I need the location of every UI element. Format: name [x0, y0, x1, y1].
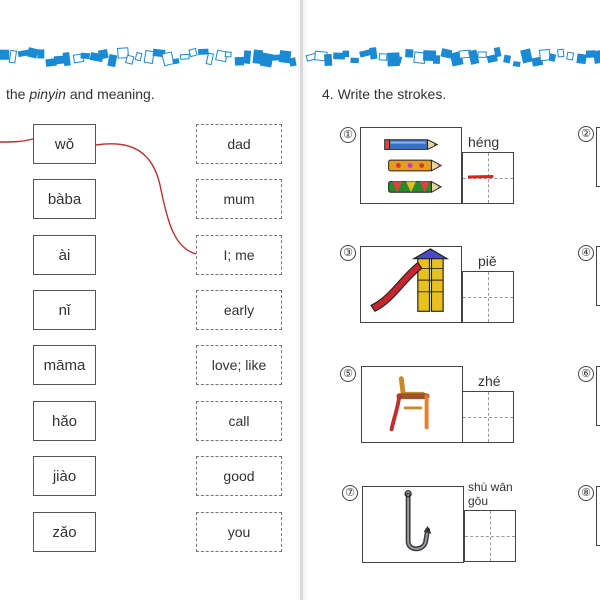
- meaning-box-mum[interactable]: mum: [196, 179, 282, 219]
- match-line-wo-i-me: [95, 143, 197, 255]
- item-number: ⑥: [578, 366, 594, 382]
- meaning-label: early: [223, 302, 255, 318]
- meaning-box-dad[interactable]: dad: [196, 124, 282, 164]
- item-number: ①: [340, 127, 356, 143]
- pinyin-box-jiao[interactable]: jiào: [33, 456, 96, 496]
- instruction-suffix: and meaning.: [69, 86, 155, 102]
- cut-off-picture-box: [596, 127, 600, 187]
- meaning-box-good[interactable]: good: [196, 456, 282, 496]
- cut-off-picture-box: [596, 366, 600, 426]
- pinyin-label: wǒ: [54, 135, 75, 153]
- pinyin-box-ai[interactable]: ài: [33, 235, 96, 275]
- strokes-instruction: 4. Write the strokes.: [322, 86, 447, 102]
- pinyin-box-wo[interactable]: wǒ: [33, 124, 96, 164]
- meaning-label: love; like: [211, 357, 267, 373]
- writing-grid[interactable]: [462, 391, 514, 443]
- meaning-label: you: [227, 524, 251, 540]
- match-line-stub: [0, 138, 34, 143]
- cut-off-picture-box: [596, 246, 600, 306]
- pinyin-box-zao[interactable]: zǎo: [33, 512, 96, 552]
- stroke-name-pie: piě: [478, 253, 497, 269]
- hook-icon: [362, 486, 464, 563]
- slide-icon: [360, 246, 462, 323]
- meaning-box-you[interactable]: you: [196, 512, 282, 552]
- pinyin-box-baba[interactable]: bàba: [33, 179, 96, 219]
- meaning-label: call: [228, 413, 250, 429]
- pinyin-label: zǎo: [52, 523, 77, 541]
- meaning-label: good: [223, 468, 255, 484]
- chair-icon: [361, 366, 463, 443]
- pinyin-label: nǐ: [58, 301, 71, 319]
- stroke-name-zhe: zhé: [478, 373, 501, 389]
- item-number: ⑤: [340, 366, 356, 382]
- stroke-name-shu-wan-gou: shù wān gōu: [468, 480, 513, 508]
- pinyin-label: jiào: [52, 467, 77, 485]
- page-gutter: [300, 0, 303, 600]
- pinyin-box-ni[interactable]: nǐ: [33, 290, 96, 330]
- item-number: ⑧: [578, 485, 594, 501]
- pinyin-label: ài: [58, 246, 71, 264]
- pinyin-label: māma: [43, 356, 86, 374]
- pinyin-box-hao[interactable]: hǎo: [33, 401, 96, 441]
- meaning-label: mum: [223, 191, 255, 207]
- matching-instruction: the pinyin and meaning.: [6, 86, 155, 102]
- pinyin-box-mama[interactable]: māma: [33, 345, 96, 385]
- meaning-box-i-me[interactable]: I; me: [196, 235, 282, 275]
- pinyin-label: hǎo: [51, 412, 78, 430]
- pencils-icon: [360, 127, 462, 204]
- item-number: ⑦: [342, 485, 358, 501]
- meaning-box-early[interactable]: early: [196, 290, 282, 330]
- instruction-prefix: the: [6, 86, 26, 102]
- meaning-label: dad: [227, 136, 251, 152]
- sample-stroke-heng: [468, 175, 494, 179]
- meaning-label: I; me: [223, 247, 255, 263]
- item-number: ④: [578, 245, 594, 261]
- writing-grid[interactable]: [462, 271, 514, 323]
- meaning-box-love-like[interactable]: love; like: [196, 345, 282, 385]
- item-number: ③: [340, 245, 356, 261]
- instruction-italic: pinyin: [29, 86, 66, 102]
- writing-grid[interactable]: [464, 510, 516, 562]
- item-number: ②: [578, 126, 594, 142]
- writing-grid[interactable]: [462, 152, 514, 204]
- cut-off-picture-box: [596, 486, 600, 546]
- stroke-name-heng: héng: [468, 134, 500, 150]
- pinyin-label: bàba: [47, 190, 82, 208]
- meaning-box-call[interactable]: call: [196, 401, 282, 441]
